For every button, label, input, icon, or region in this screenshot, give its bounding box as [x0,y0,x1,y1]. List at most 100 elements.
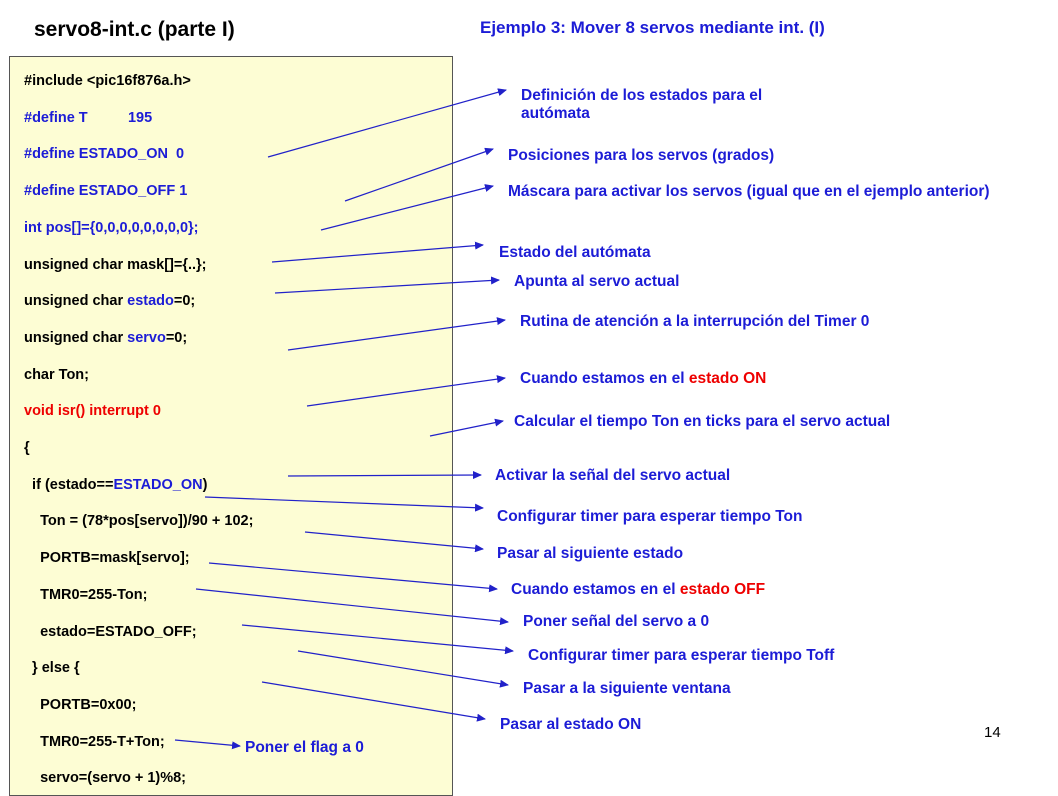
annotation-text: Configurar timer para esperar tiempo Tof… [528,647,835,664]
slide-title: servo8-int.c (parte I) [34,18,235,41]
annotation-text: Pasar al siguiente estado [497,545,684,562]
annotation-label: Posiciones para los servos (grados) [508,147,774,165]
code-token: servo=(servo + 1)%8; [24,770,186,787]
annotation-text: Posiciones para los servos (grados) [508,147,775,164]
annotation-text: Apunta al servo actual [514,273,680,290]
connector-arrow [261,681,486,722]
annotation-text: Poner el flag a 0 [245,739,364,756]
code-token: { [24,440,30,456]
annotation-label: Configurar timer para esperar tiempo Tof… [528,647,834,665]
code-line: unsigned char mask[]={..}; [24,256,207,274]
code-line: { [24,439,30,457]
connector-arrow [267,88,507,158]
code-line: if (estado==ESTADO_ON) [24,476,207,494]
annotation-text: Pasar al estado ON [500,716,642,733]
annotation-label: Apunta al servo actual [514,273,679,291]
code-token: } else { [24,660,80,677]
connector-arrow [274,276,500,294]
connector-arrow [304,531,484,553]
code-line: unsigned char servo=0; [24,329,187,347]
code-token: servo [127,329,166,346]
annotation-label: Definición de los estados para el autóma… [521,87,821,123]
code-line: void isr() interrupt 0 [24,402,161,420]
code-token: TMR0=255-T+Ton; [24,733,165,750]
connector-arrow [241,624,514,655]
code-line: PORTB=0x00; [24,696,136,714]
code-token: #define ESTADO_OFF 1 [24,183,188,200]
annotation-label: Calcular el tiempo Ton en ticks para el … [514,413,890,431]
annotation-label: Cuando estamos en el estado OFF [511,581,765,599]
annotation-label: Pasar a la siguiente ventana [523,680,731,698]
code-line: TMR0=255-Ton; [24,586,147,604]
code-token: estado [127,293,174,310]
connector-arrow [174,739,241,750]
code-line: #define ESTADO_ON 0 [24,145,184,163]
code-token: 195 [87,109,153,126]
code-token: PORTB=0x00; [24,696,137,713]
connector-arrow [208,562,498,593]
code-token: int pos[]={0,0,0,0,0,0,0,0}; [24,219,199,236]
connector-arrow [271,241,484,263]
code-token: ) [202,476,208,493]
annotation-label: Activar la señal del servo actual [495,467,730,485]
annotation-text: Cuando estamos en el [520,370,689,387]
code-line: #define T 195 [24,109,152,127]
connector-arrow [429,418,504,437]
code-token: #define ESTADO_ON 0 [24,146,185,163]
code-line: #include <pic16f876a.h> [24,72,191,90]
code-token: =0; [173,293,196,310]
annotation-text: Rutina de atención a la interrupción del… [520,313,870,330]
annotation-label: Poner señal del servo a 0 [523,613,709,631]
annotation-label: Configurar timer para esperar tiempo Ton [497,508,802,526]
annotation-label: Máscara para activar los servos (igual q… [508,183,998,201]
connector-arrow [344,147,494,202]
annotation-text: Cuando estamos en el [511,581,680,598]
annotation-text: estado ON [688,370,767,387]
code-line: } else { [24,659,80,677]
code-line: PORTB=mask[servo]; [24,549,190,567]
code-token: unsigned char mask[]={..}; [24,256,207,273]
connector-arrow [297,650,509,688]
annotation-text: estado OFF [679,581,766,598]
code-token: unsigned char [24,293,128,310]
connector-arrow [320,184,494,231]
code-token: #include <pic16f876a.h> [24,73,191,89]
code-token: =0; [165,329,188,346]
code-line: Ton = (78*pos[servo])/90 + 102; [24,512,253,530]
code-panel: #include <pic16f876a.h>#define T 195#def… [9,56,453,796]
code-line: servo=(servo + 1)%8; [24,769,186,787]
code-line: TMR0=255-T+Ton; [24,733,165,751]
code-line: estado=ESTADO_OFF; [24,623,197,641]
annotation-text: Activar la señal del servo actual [495,467,731,484]
connector-arrow [306,375,506,407]
code-token: unsigned char [24,329,128,346]
code-line: unsigned char estado=0; [24,292,195,310]
code-token: if (estado== [24,476,114,493]
page-number: 14 [984,724,1001,741]
connector-arrow [287,471,482,480]
code-token: PORTB=mask[servo]; [24,550,190,567]
connector-arrow [204,496,484,512]
annotation-label: Rutina de atención a la interrupción del… [520,313,869,331]
code-line: char Ton; [24,366,89,384]
code-token: TMR0=255-Ton; [24,586,148,603]
slide-subtitle: Ejemplo 3: Mover 8 servos mediante int. … [480,18,825,37]
annotation-label: Poner el flag a 0 [245,739,364,757]
annotation-text: Calcular el tiempo Ton en ticks para el … [514,413,891,430]
annotation-label: Pasar al siguiente estado [497,545,683,563]
annotation-text: Estado del autómata [499,244,651,261]
code-line: int pos[]={0,0,0,0,0,0,0,0}; [24,219,198,237]
code-token: void isr() interrupt 0 [24,403,161,420]
code-token: #define T [24,109,88,126]
code-token: estado=ESTADO_OFF; [24,623,197,640]
annotation-label: Pasar al estado ON [500,716,641,734]
annotation-label: Cuando estamos en el estado ON [520,370,766,388]
annotation-text: Configurar timer para esperar tiempo Ton [497,508,803,525]
connector-arrow [195,588,509,626]
annotation-text: Definición de los estados para el autóma… [521,87,763,122]
annotation-text: Pasar a la siguiente ventana [523,680,731,697]
annotation-label: Estado del autómata [499,244,651,262]
connector-arrow [287,317,506,351]
code-token: Ton = (78*pos[servo])/90 + 102; [24,513,254,530]
